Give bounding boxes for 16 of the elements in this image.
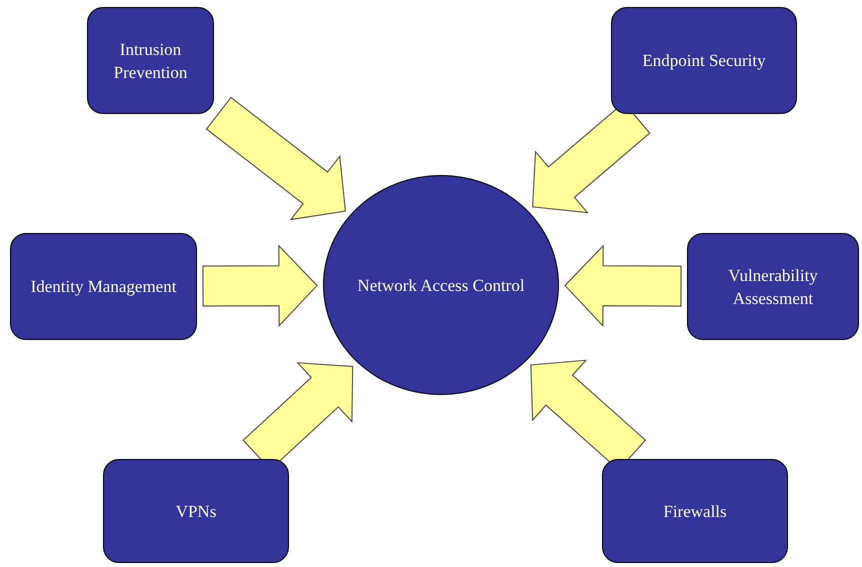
node-label: Identity Management bbox=[30, 276, 178, 298]
block-arrow bbox=[564, 244, 682, 327]
process-box bbox=[611, 7, 797, 114]
process-box bbox=[602, 459, 788, 563]
node-label: Endpoint Security bbox=[641, 50, 767, 72]
process-box bbox=[87, 7, 214, 114]
node-label: Intrusion Prevention bbox=[112, 38, 188, 84]
process-box bbox=[10, 233, 197, 340]
node-label: VPNs bbox=[174, 500, 218, 522]
process-box bbox=[103, 459, 289, 563]
node-label: Firewalls bbox=[662, 500, 728, 522]
block-arrow bbox=[202, 244, 318, 327]
block-arrow bbox=[206, 96, 346, 220]
node-label: Vulnerability Assessment bbox=[727, 264, 819, 310]
process-box bbox=[687, 233, 859, 340]
node-label: Network Access Control bbox=[356, 274, 526, 296]
